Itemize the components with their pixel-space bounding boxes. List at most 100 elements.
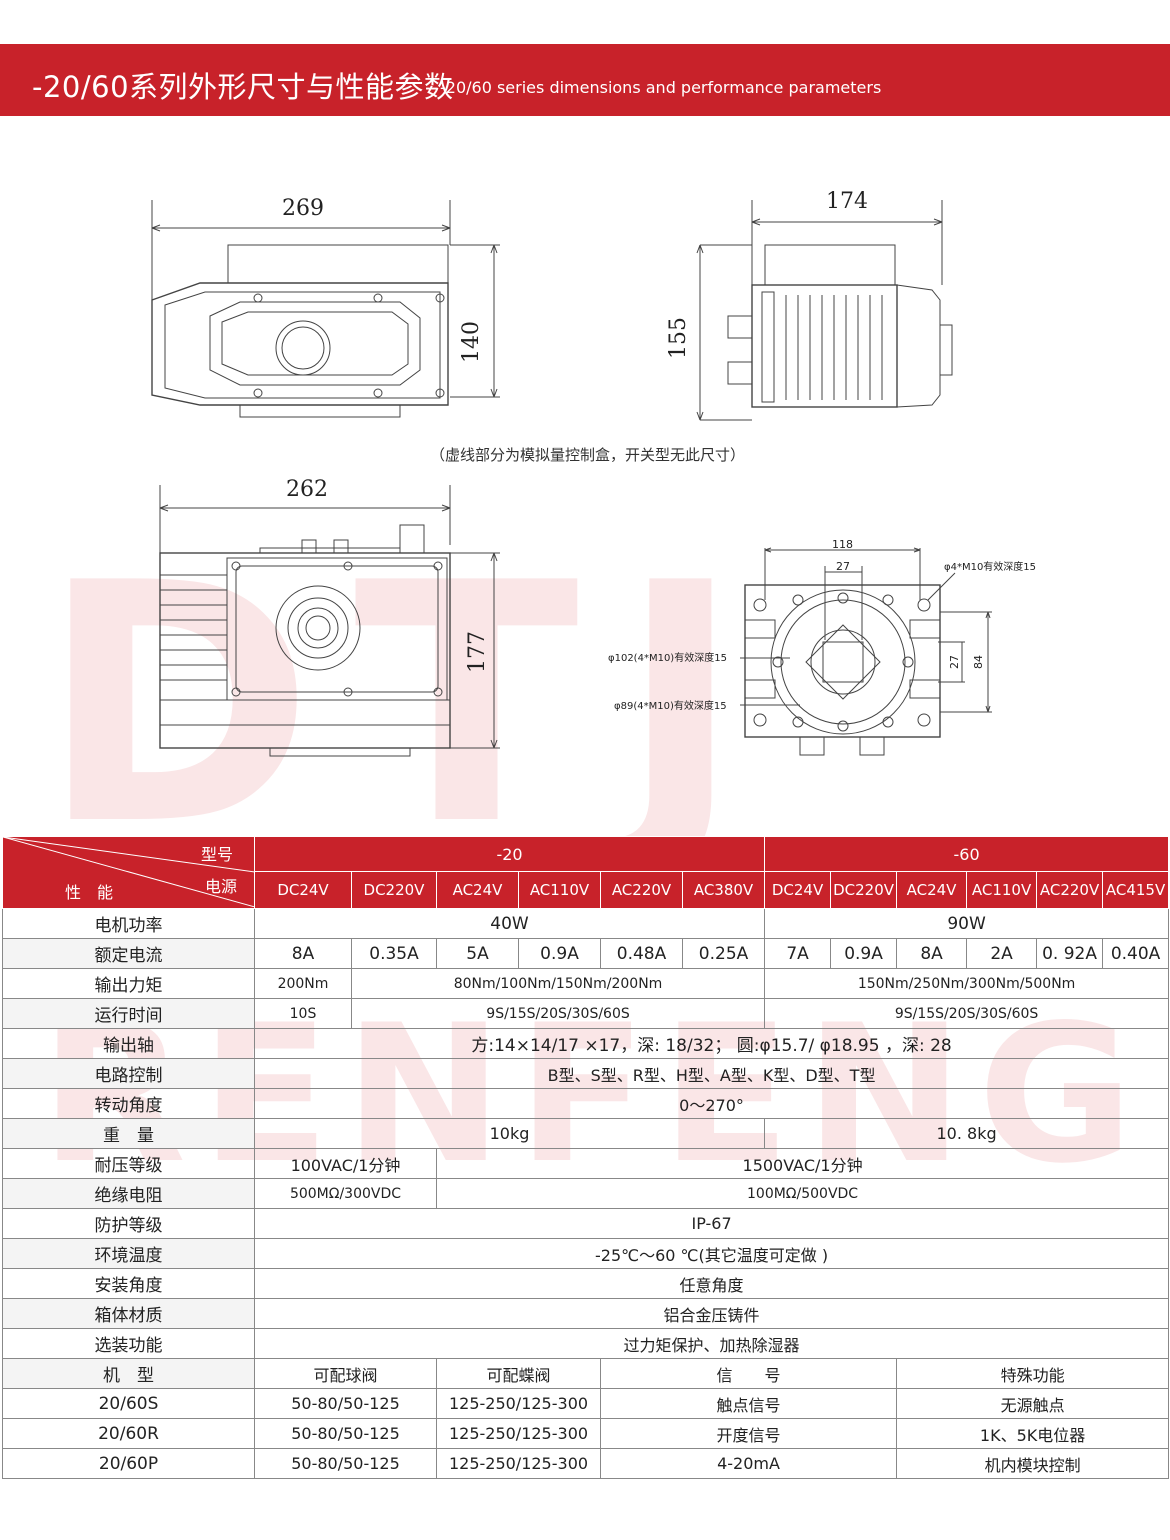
row-weight: 重 量 10kg 10. 8kg (2, 1118, 1170, 1149)
side-view-drawing (696, 200, 953, 421)
model-cell: 1K、5K电位器 (896, 1418, 1170, 1449)
current-cell: 2A (966, 938, 1038, 969)
row-rated-current: 额定电流 8A 0.35A 5A 0.9A 0.48A 0.25A 7A 0.9… (2, 938, 1170, 969)
model-cell: 无源触点 (896, 1388, 1170, 1419)
label-phi102: φ102(4*M10)有效深度15 (608, 651, 727, 664)
voltage-rest: 1500VAC/1分钟 (435, 1148, 1170, 1179)
model-cell: 20/60S (2, 1388, 255, 1419)
top-view-drawing (151, 200, 500, 418)
current-cell: 7A (764, 938, 832, 969)
power-60-5: AC220V (1036, 871, 1104, 909)
dim-155: 155 (666, 317, 691, 359)
model-cell: 20/60P (2, 1448, 255, 1479)
current-cell: 0.35A (351, 938, 437, 969)
model-header-cell: 机 型 (2, 1358, 255, 1389)
row-label: 安装角度 (2, 1268, 255, 1299)
model-cell: 125-250/125-300 (436, 1388, 601, 1419)
model-cell: 触点信号 (599, 1388, 898, 1419)
power-20-3: AC24V (436, 871, 519, 909)
row-model-p: 20/60P 50-80/50-125 125-250/125-300 4-20… (2, 1448, 1170, 1479)
corner-perf-label: 性 能 (65, 883, 114, 902)
row-label: 选装功能 (2, 1328, 255, 1359)
model-cell: 4-20mA (599, 1448, 898, 1479)
model-cell: 50-80/50-125 (254, 1388, 437, 1419)
row-label: 箱体材质 (2, 1298, 255, 1329)
dim-27-horizontal: 27 (836, 560, 850, 573)
temperature-value: -25℃～60 ℃(其它温度可定做 ) (253, 1238, 1170, 1269)
row-rotation-angle: 转动角度 0～270° (2, 1088, 1170, 1119)
current-cell: 0.48A (600, 938, 683, 969)
row-circuit-control: 电路控制 B型、S型、R型、H型、A型、K型、D型、T型 (2, 1058, 1170, 1089)
row-voltage-rating: 耐压等级 100VAC/1分钟 1500VAC/1分钟 (2, 1148, 1170, 1179)
row-insulation: 绝缘电阻 500MΩ/300VDC 100MΩ/500VDC (2, 1178, 1170, 1209)
row-model-r: 20/60R 50-80/50-125 125-250/125-300 开度信号… (2, 1418, 1170, 1449)
row-label: 转动角度 (2, 1088, 255, 1119)
material-value: 铝合金压铸件 (253, 1298, 1170, 1329)
power-60-3: AC24V (896, 871, 968, 909)
row-label: 输出轴 (2, 1028, 255, 1059)
mount-value: 任意角度 (253, 1268, 1170, 1299)
current-cell: 0. 92A (1036, 938, 1104, 969)
motor-power-60: 90W (764, 908, 1170, 939)
row-label: 耐压等级 (2, 1148, 255, 1179)
current-cell: 0.9A (518, 938, 601, 969)
power-20-6: AC380V (681, 871, 766, 909)
power-60-6: AC415V (1102, 871, 1170, 909)
model-cell: 开度信号 (599, 1418, 898, 1449)
row-label: 环境温度 (2, 1238, 255, 1269)
torque-60: 150Nm/250Nm/300Nm/500Nm (764, 968, 1170, 999)
time-20: 9S/15S/20S/30S/60S (350, 998, 766, 1029)
row-protection: 防护等级 IP-67 (2, 1208, 1170, 1239)
time-60: 9S/15S/20S/30S/60S (764, 998, 1170, 1029)
row-options: 选装功能 过力矩保护、加热除湿器 (2, 1328, 1170, 1359)
weight-60: 10. 8kg (764, 1118, 1170, 1149)
dim-262: 262 (286, 477, 328, 502)
spec-table: 型号 电源 性 能 -20 -60 DC24V DC220V AC24V AC1… (2, 836, 1170, 1479)
row-label: 电路控制 (2, 1058, 255, 1089)
dim-269: 269 (282, 196, 324, 221)
row-model-header: 机 型 可配球阀 可配蝶阀 信 号 特殊功能 (2, 1358, 1170, 1389)
row-motor-power: 电机功率 40W 90W (2, 908, 1170, 939)
row-label: 输出力矩 (2, 968, 255, 999)
power-60-2: DC220V (830, 871, 898, 909)
row-run-time: 运行时间 10S 9S/15S/20S/30S/60S 9S/15S/20S/3… (2, 998, 1170, 1029)
power-20-1: DC24V (254, 871, 352, 909)
dim-27-vertical: 27 (948, 655, 961, 669)
model-header-cell: 可配蝶阀 (436, 1358, 601, 1389)
header-band: -20/60系列外形尺寸与性能参数 -20/60 series dimensio… (0, 44, 1170, 116)
motor-power-20: 40W (253, 908, 766, 939)
dim-118: 118 (832, 538, 853, 551)
row-mount-angle: 安装角度 任意角度 (2, 1268, 1170, 1299)
model-cell: 50-80/50-125 (254, 1448, 437, 1479)
drawing-note: （虚线部分为模拟量控制盒，开关型无此尺寸） (430, 446, 746, 464)
row-temperature: 环境温度 -25℃～60 ℃(其它温度可定做 ) (2, 1238, 1170, 1269)
dim-177: 177 (465, 631, 490, 673)
front-view-drawing (159, 485, 500, 757)
row-model-s: 20/60S 50-80/50-125 125-250/125-300 触点信号… (2, 1388, 1170, 1419)
angle-value: 0～270° (253, 1088, 1170, 1119)
model-cell: 机内模块控制 (896, 1448, 1170, 1479)
row-output-shaft: 输出轴 方:14×14/17 ×17，深: 18/32； 圆:φ15.7/ φ1… (2, 1028, 1170, 1059)
power-60-1: DC24V (764, 871, 832, 909)
technical-drawings: 269 140 174 155 262 177 118 27 27 84 φ4*… (151, 189, 1036, 757)
model-header-cell: 特殊功能 (896, 1358, 1170, 1389)
current-cell: 8A (896, 938, 968, 969)
title-en: -20/60 series dimensions and performance… (440, 78, 882, 97)
group-20-header: -20 (253, 836, 766, 872)
row-label: 防护等级 (2, 1208, 255, 1239)
power-20-2: DC220V (351, 871, 437, 909)
label-phi89: φ89(4*M10)有效深度15 (614, 699, 727, 712)
row-label: 绝缘电阻 (2, 1178, 255, 1209)
model-header-cell: 可配球阀 (254, 1358, 437, 1389)
model-header-cell: 信 号 (599, 1358, 898, 1389)
row-label: 运行时间 (2, 998, 255, 1029)
model-cell: 125-250/125-300 (436, 1418, 601, 1449)
insulation-first: 500MΩ/300VDC (254, 1178, 437, 1209)
group-60-header: -60 (764, 836, 1170, 872)
power-20-5: AC220V (600, 871, 683, 909)
corner-diagonals (3, 837, 254, 907)
voltage-first: 100VAC/1分钟 (254, 1148, 437, 1179)
shaft-value: 方:14×14/17 ×17，深: 18/32； 圆:φ15.7/ φ18.95… (253, 1028, 1170, 1059)
row-label: 电机功率 (2, 908, 255, 939)
dim-84: 84 (972, 655, 985, 669)
